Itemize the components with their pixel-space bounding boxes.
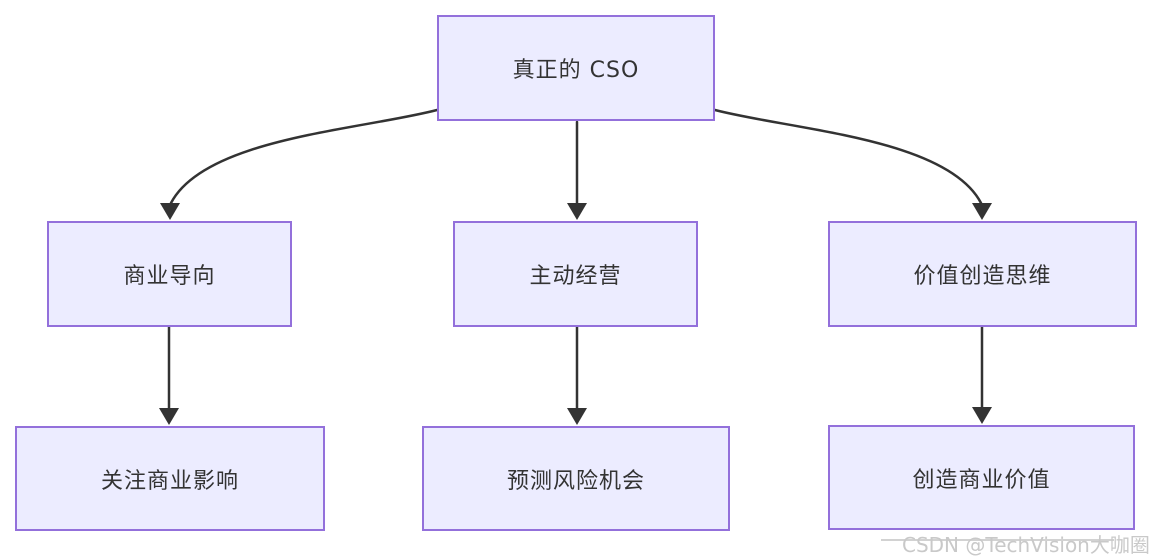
node-value-creation-mindset: 价值创造思维 [828, 221, 1137, 327]
arrowhead-focus-impact [159, 408, 179, 425]
arrowhead-proactive-operation [567, 203, 587, 220]
node-focus-business-impact: 关注商业影响 [15, 426, 325, 531]
edge-root-to-business-oriented [169, 108, 439, 205]
arrowhead-value-creation-mindset [972, 203, 992, 220]
node-predict-risk-opportunity: 预测风险机会 [422, 426, 730, 531]
node-create-business-value: 创造商业价值 [828, 425, 1135, 530]
arrowhead-predict-risk [567, 408, 587, 425]
node-business-oriented-label: 商业导向 [123, 264, 216, 289]
node-business-oriented: 商业导向 [47, 221, 292, 327]
node-focus-business-impact-label: 关注商业影响 [100, 468, 239, 494]
arrowhead-create-value [972, 407, 992, 424]
node-predict-risk-opportunity-label: 预测风险机会 [506, 468, 645, 494]
watermark-strike-line [881, 539, 1114, 541]
watermark-text: CSDN @TechVision大咖圈 [902, 533, 1150, 556]
node-proactive-operation-label: 主动经营 [529, 264, 622, 289]
arrowhead-business-oriented [160, 203, 180, 220]
edge-root-to-value-creation-mindset [713, 108, 983, 205]
node-real-cso: 真正的 CSO [437, 15, 715, 121]
node-value-creation-mindset-label: 价值创造思维 [913, 264, 1052, 289]
node-proactive-operation: 主动经营 [453, 221, 698, 327]
node-real-cso-label: 真正的 CSO [512, 58, 640, 83]
node-create-business-value-label: 创造商业价值 [912, 467, 1051, 493]
